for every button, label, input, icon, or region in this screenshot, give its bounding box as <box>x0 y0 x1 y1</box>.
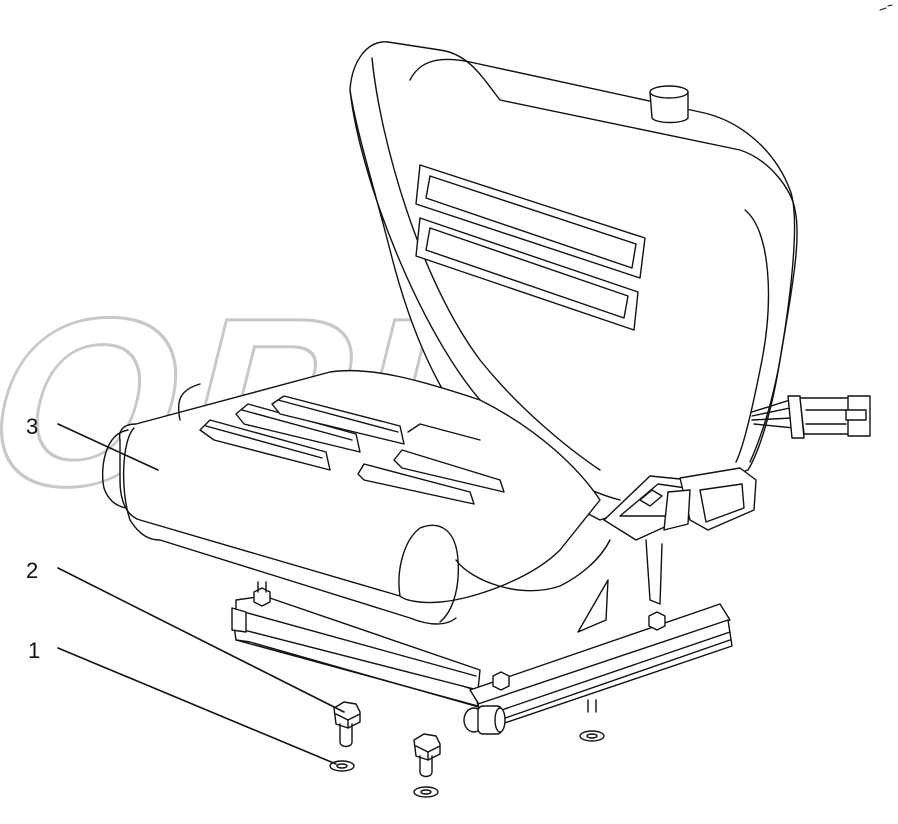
frame-nuts <box>253 581 666 713</box>
seat-cushion <box>101 369 611 625</box>
bolt-icon <box>333 701 441 778</box>
callout-3: 3 <box>26 414 39 439</box>
connector-plug-icon <box>751 395 871 439</box>
belt-buckle-icon <box>603 467 757 541</box>
washer-icon <box>329 730 605 798</box>
seat-slide-frame <box>231 595 733 731</box>
leader-line-3 <box>57 423 159 471</box>
leader-line-2 <box>57 567 345 713</box>
slide-lever <box>463 705 506 735</box>
leader-lines <box>57 423 345 765</box>
leader-line-1 <box>57 647 337 765</box>
callout-2: 2 <box>26 558 39 583</box>
callout-1: 1 <box>28 638 41 663</box>
